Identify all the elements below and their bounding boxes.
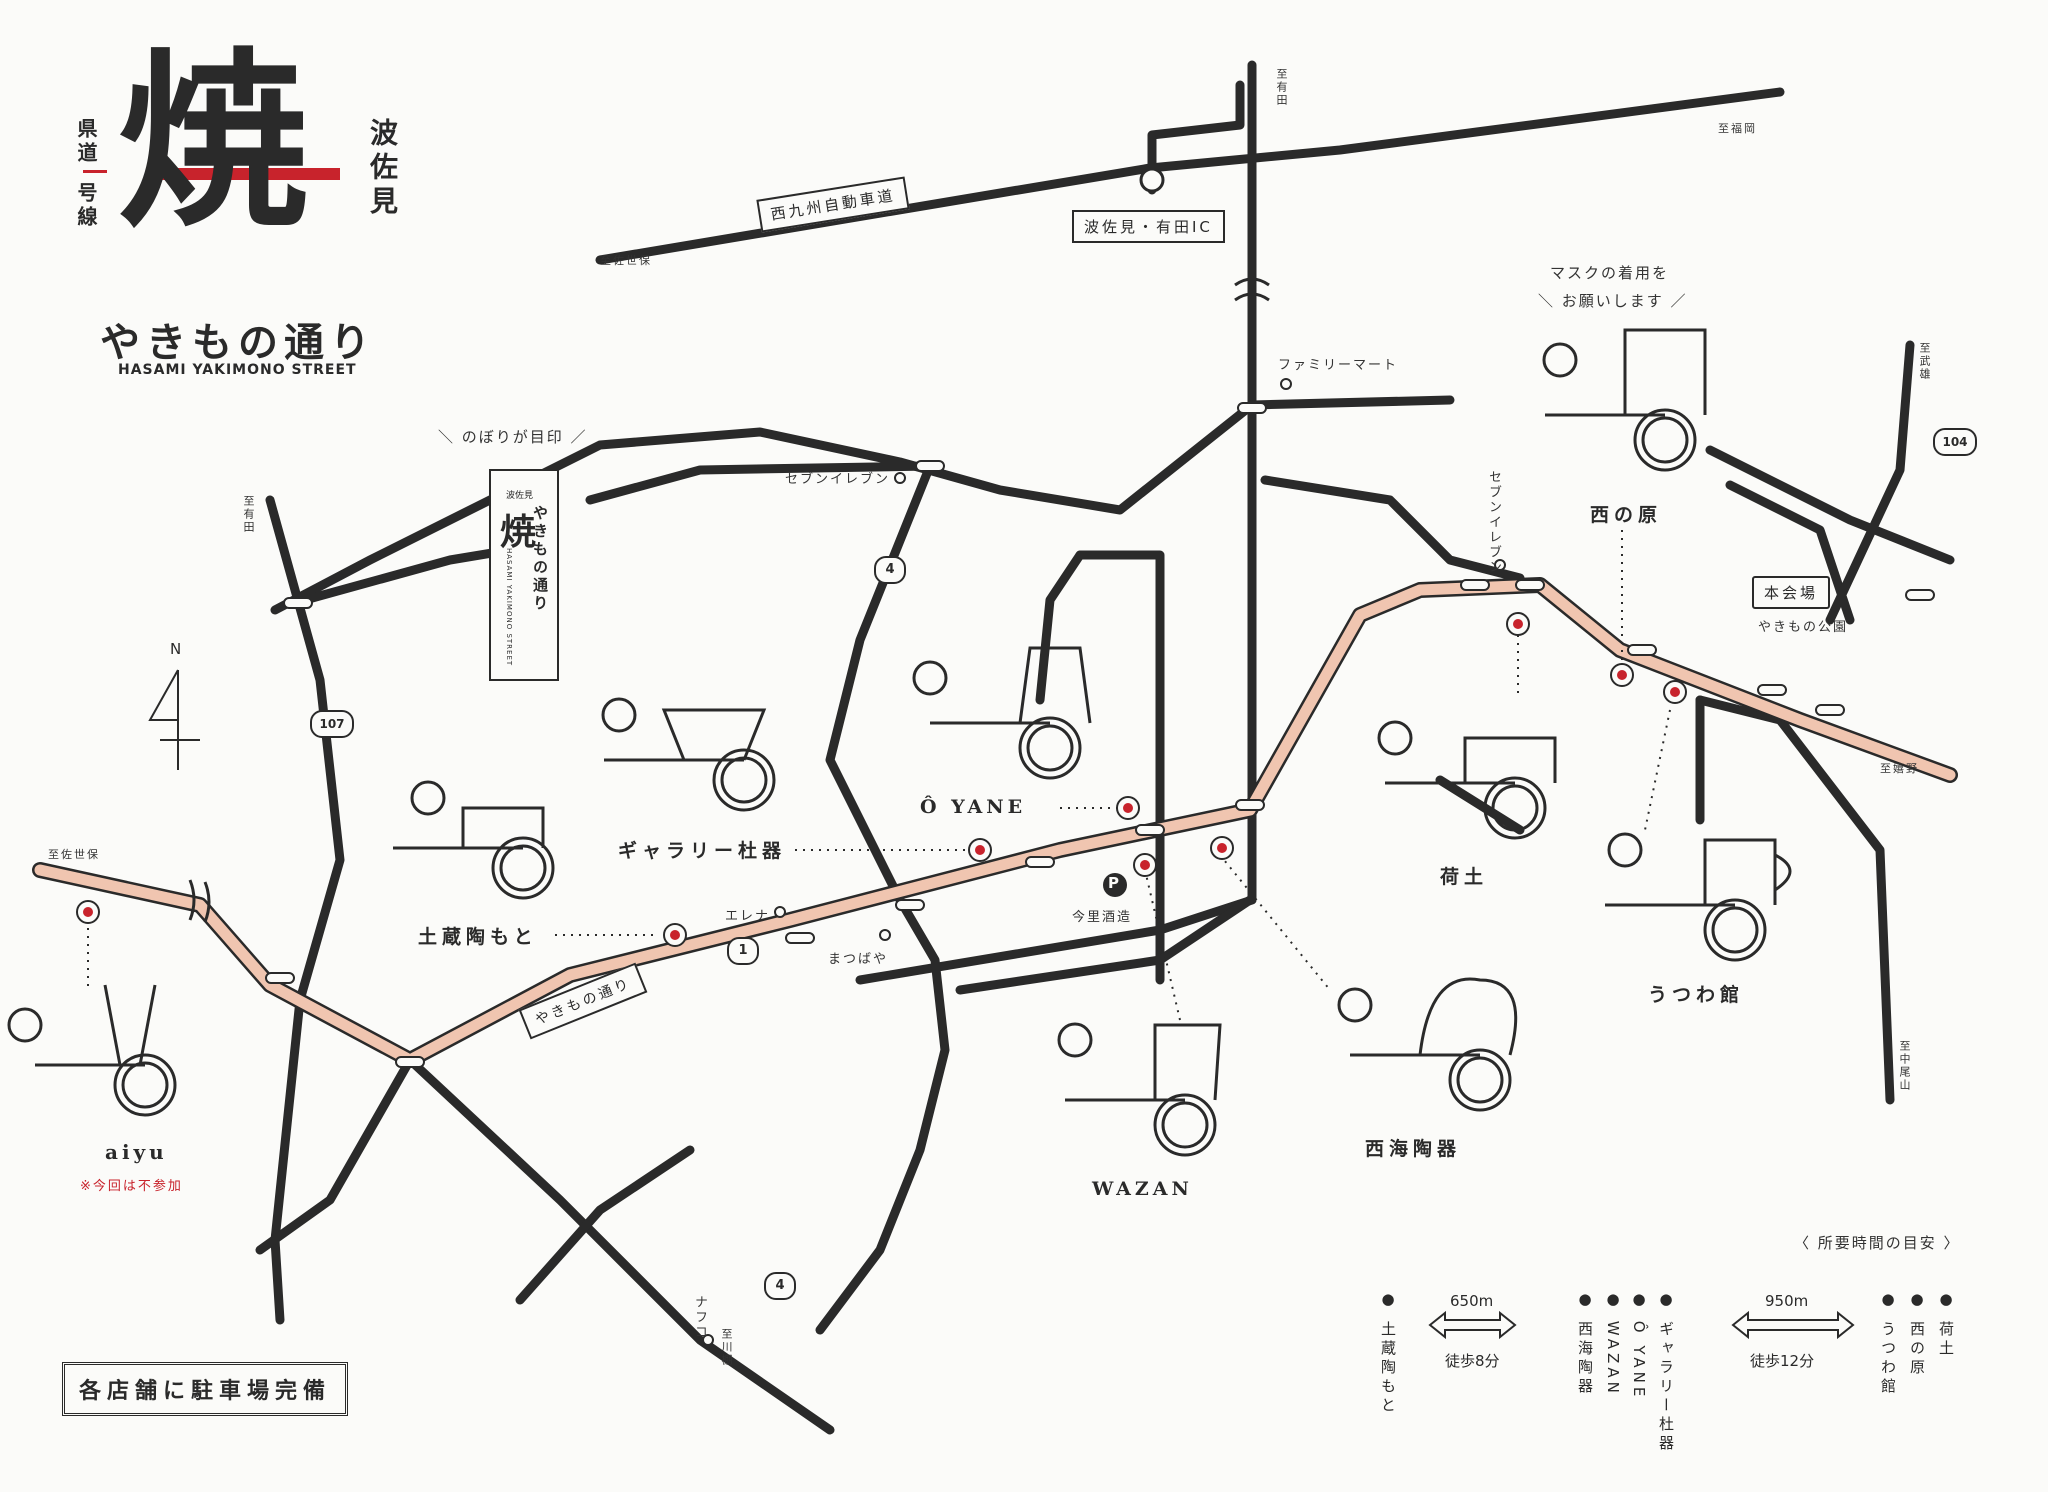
shop-saikai: 西海陶器: [1365, 1138, 1462, 1160]
shop-oyane: Ô YANE: [920, 796, 1027, 818]
familymart-label: ファミリーマート: [1278, 358, 1399, 373]
shop-aiyu: aiyu: [105, 1140, 168, 1164]
prefix-vertical-2: 号線: [74, 182, 98, 230]
imari-brewery-label: 今里酒造: [1072, 910, 1133, 925]
mask-notice-line1: マスクの着用を: [1550, 264, 1670, 282]
travel-stop: ● ギャラリー杜器: [1657, 1290, 1675, 1454]
parking-notice: 各店舗に駐車場完備: [62, 1362, 349, 1416]
shop-nishinohara: 西の原: [1590, 504, 1663, 526]
street-title-en: HASAMI YAKIMONO STREET: [118, 362, 357, 378]
route-4a-shield: 4: [874, 556, 906, 584]
travel-group-1: ● 土蔵陶もと: [1378, 1290, 1399, 1416]
dir-kawatana: 至川棚: [720, 1328, 733, 1367]
travel-distance-2: 950m: [1765, 1292, 1809, 1310]
dir-arita-top: 至有田: [1275, 68, 1288, 107]
main-venue-label: 本会場: [1752, 576, 1831, 609]
dir-sasebo-left: 至佐世保: [48, 848, 100, 861]
travel-stop: ● 荷土: [1937, 1290, 1955, 1359]
travel-stop: ● 西海陶器: [1576, 1290, 1594, 1397]
travel-stop: ● 西の原: [1908, 1290, 1926, 1378]
shop-gallery-toki: ギャラリー杜器: [618, 840, 787, 862]
matsubaya-label: まつばや: [828, 952, 889, 967]
shop-wazan: WAZAN: [1092, 1178, 1193, 1200]
cart-illustrations: [7, 328, 1792, 1157]
banner-jp: やきもの通り: [531, 505, 549, 613]
dir-takeo: 至武雄: [1918, 342, 1931, 381]
travel-walk-1: 徒歩8分: [1445, 1352, 1500, 1370]
dir-arita-left: 至有田: [242, 495, 255, 534]
banner-caption: ＼ のぼりが目印 ／: [438, 428, 588, 446]
banner-small: 波佐見: [506, 491, 534, 501]
dir-fukuoka: 至福岡: [1718, 122, 1757, 135]
logo-kanji: 焼: [118, 32, 309, 253]
prefix-vertical-1: 県道: [74, 118, 98, 166]
elena-label: エレナ: [725, 909, 771, 924]
travel-stop: ● うつわ館: [1879, 1290, 1897, 1397]
seven-eleven-2-label: セブンイレブン: [1486, 470, 1501, 575]
dir-ureshino: 至嬉野: [1880, 762, 1919, 775]
nafuko-label: ナフコ: [692, 1295, 707, 1340]
travel-stop: ● 土蔵陶もと: [1379, 1290, 1397, 1416]
parking-icon: P: [1108, 874, 1119, 892]
town-name-vertical: 波佐見: [366, 118, 399, 220]
route-1-shield: 1: [727, 937, 759, 965]
yakimono-park-label: やきもの公園: [1758, 620, 1849, 635]
route-107-shield: 107: [310, 710, 354, 738]
shop-utsuwa-kan: うつわ館: [1648, 984, 1745, 1006]
banner-en: HASAMI YAKIMONO STREET: [505, 548, 513, 667]
travel-stop: ● Ô YANE: [1630, 1290, 1648, 1401]
north-label: N: [170, 640, 182, 658]
shop-dozo-tomoto: 土蔵陶もと: [418, 926, 538, 948]
dir-nakao: 至中尾山: [1898, 1040, 1911, 1092]
street-title-jp: やきもの通り: [100, 320, 376, 366]
travel-group-2: ● ギャラリー杜器 ● Ô YANE ● WAZAN ● 西海陶器: [1575, 1290, 1677, 1454]
dir-sasebo-top: 至佐世保: [600, 254, 652, 267]
north-arrow-icon: [148, 669, 200, 770]
seven-eleven-1-label: セブンイレブン: [785, 472, 891, 487]
shop-aiyu-note: ※今回は不参加: [80, 1179, 183, 1194]
travel-time-title: 〈 所要時間の目安 〉: [1794, 1234, 1961, 1252]
mask-notice-line2: ＼ お願いします ／: [1538, 292, 1688, 310]
travel-walk-2: 徒歩12分: [1750, 1352, 1815, 1370]
banner-kanji: 焼: [500, 512, 537, 553]
travel-stop: ● WAZAN: [1604, 1290, 1622, 1397]
route-4b-shield: 4: [764, 1272, 796, 1300]
travel-distance-1: 650m: [1450, 1292, 1494, 1310]
shop-nido: 荷土: [1440, 866, 1489, 888]
travel-group-3: ● 荷土 ● 西の原 ● うつわ館: [1878, 1290, 1957, 1397]
route-104-shield: 104: [1933, 428, 1977, 456]
interchange-label: 波佐見・有田IC: [1072, 210, 1225, 243]
